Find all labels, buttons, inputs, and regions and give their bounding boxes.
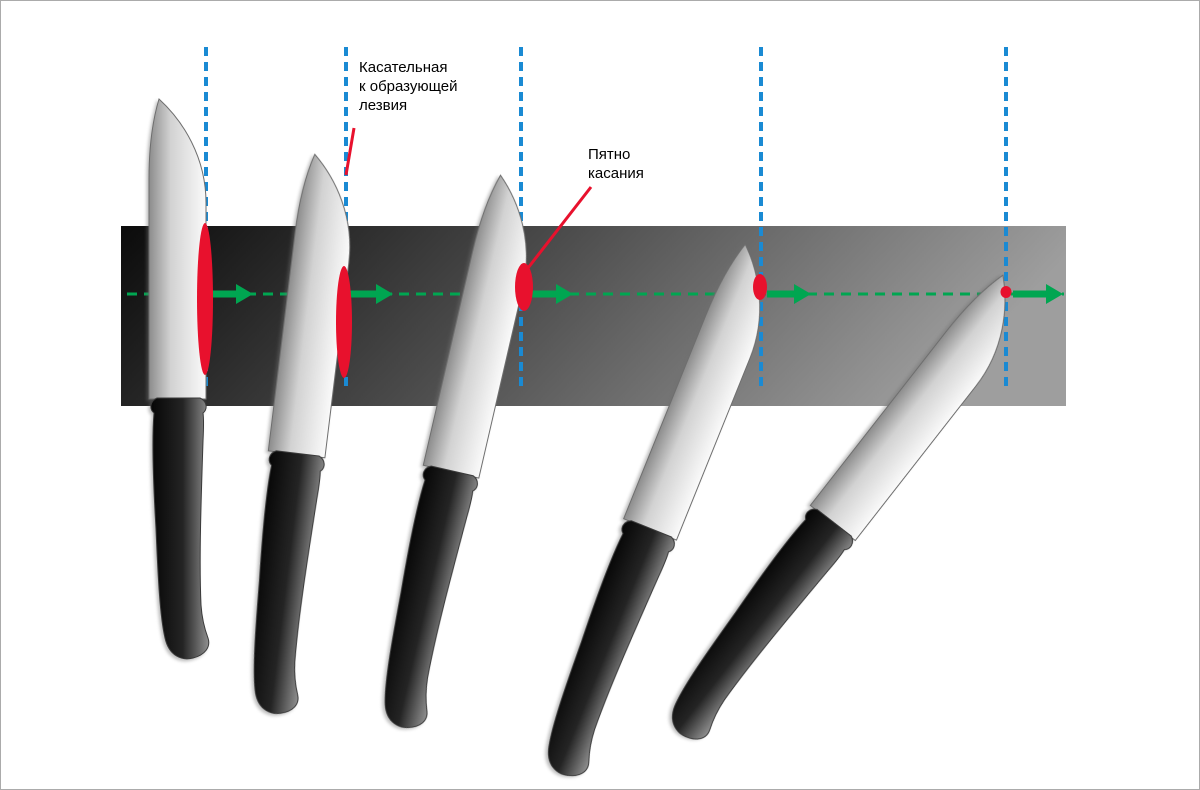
contact-spot-label: Пятно касания <box>588 146 644 183</box>
contact-spot <box>515 263 533 311</box>
callout-line <box>344 127 356 176</box>
feed-arrow-head <box>1046 284 1063 304</box>
tangent-to-blade-label: Касательная к образующей лезвия <box>359 59 458 115</box>
knife <box>148 98 210 660</box>
feed-arrow-head <box>794 284 811 304</box>
feed-arrow-head <box>556 284 573 304</box>
callout-line <box>526 186 593 269</box>
feed-arrow-head <box>236 284 253 304</box>
feed-arrow-head <box>376 284 393 304</box>
contact-spot <box>197 223 213 375</box>
contact-spot <box>753 274 767 300</box>
contact-spot <box>336 266 352 378</box>
contact-spot <box>1000 286 1012 298</box>
